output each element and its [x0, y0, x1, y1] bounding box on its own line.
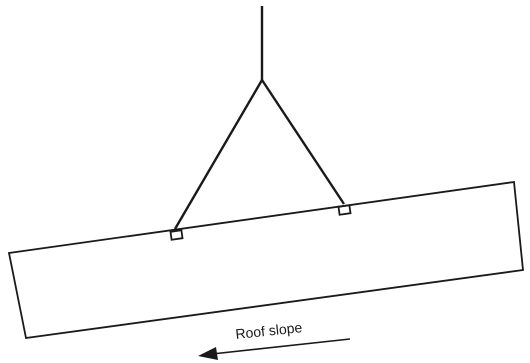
- lifting-clip-left: [169, 229, 184, 241]
- roof-slope-annotation: Roof slope: [198, 319, 351, 360]
- lifting-clip-right: [337, 204, 352, 216]
- roof-panel: [7, 180, 524, 340]
- sling-leg-left: [173, 79, 264, 230]
- roof-slope-arrowhead-icon: [198, 347, 218, 360]
- roof-slope-arrow-shaft: [211, 338, 351, 355]
- sling-leg-right: [260, 79, 346, 205]
- roof-slope-label: Roof slope: [235, 319, 303, 342]
